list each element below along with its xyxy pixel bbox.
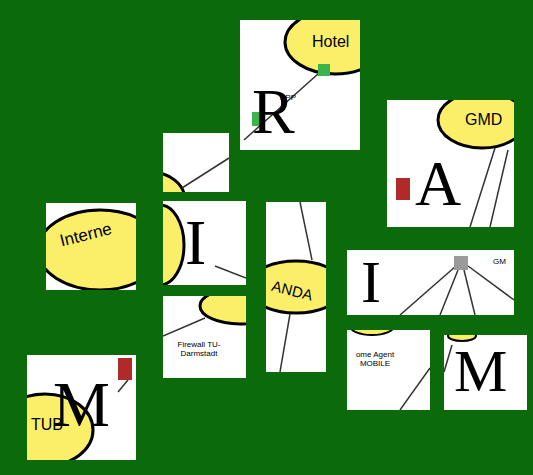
cloud-label: GMD [465,112,502,128]
big-letter: A [415,152,461,216]
wire [300,202,312,260]
puzzle-tile: Firewall TU-Darmstadt [163,296,246,378]
big-letter: I [361,252,381,312]
cloud [438,100,514,148]
cloud [350,330,394,335]
tile-i [163,201,246,285]
router-icon [318,64,330,76]
wire [215,266,246,278]
puzzle-tile: HotelPPPR [240,20,360,150]
tile [444,335,527,410]
small-label: GM [493,258,506,266]
tile-home-agent [347,330,430,410]
cloud [163,205,184,285]
tile [347,250,514,315]
cloud [266,261,326,313]
node-label: Firewall TU-Darmstadt [169,340,229,358]
puzzle-tile: GMD A [387,100,514,227]
tile-a [387,100,514,227]
big-letter: M [454,341,507,401]
puzzle-tile: I [163,201,246,285]
wire [464,270,475,315]
tile-tub [27,355,136,460]
firewall-icon [396,178,410,200]
wire [470,148,495,227]
tile [347,330,430,410]
cloud [163,172,185,192]
puzzle-tile: ANDA [266,202,326,372]
puzzle-tile: M [444,335,527,410]
puzzle-tile: TUBM [27,355,136,460]
wire [490,150,508,227]
puzzle-tile: I GM [347,250,514,315]
big-letter: M [53,373,110,437]
tile-blank [163,133,229,192]
wire [440,270,458,315]
cloud-label: Hotel [312,34,349,50]
wire [400,368,430,410]
cloud [46,210,136,290]
puzzle-tile: Interne [46,203,136,290]
wire [468,266,514,300]
firewall-icon [118,358,132,380]
wire [182,158,229,188]
wire [280,314,290,372]
router-icon [454,256,468,270]
tile-miranda [266,202,326,372]
wire [163,318,205,336]
tile-m [444,335,527,410]
tile-internet [46,203,136,290]
big-letter: I [185,211,206,275]
cloud [200,296,246,324]
wire [118,380,128,392]
cloud-label: ANDA [270,278,314,303]
wire [444,345,452,372]
puzzle-tile: ome Agent MOBILE [347,330,430,410]
tile-r [240,20,360,150]
tile-firewall [163,296,246,378]
wire [400,266,456,315]
cloud-label: Interne [58,220,113,249]
node-label: ome Agent MOBILE [349,350,401,368]
big-letter: R [252,80,295,144]
tile-i2 [347,250,514,315]
